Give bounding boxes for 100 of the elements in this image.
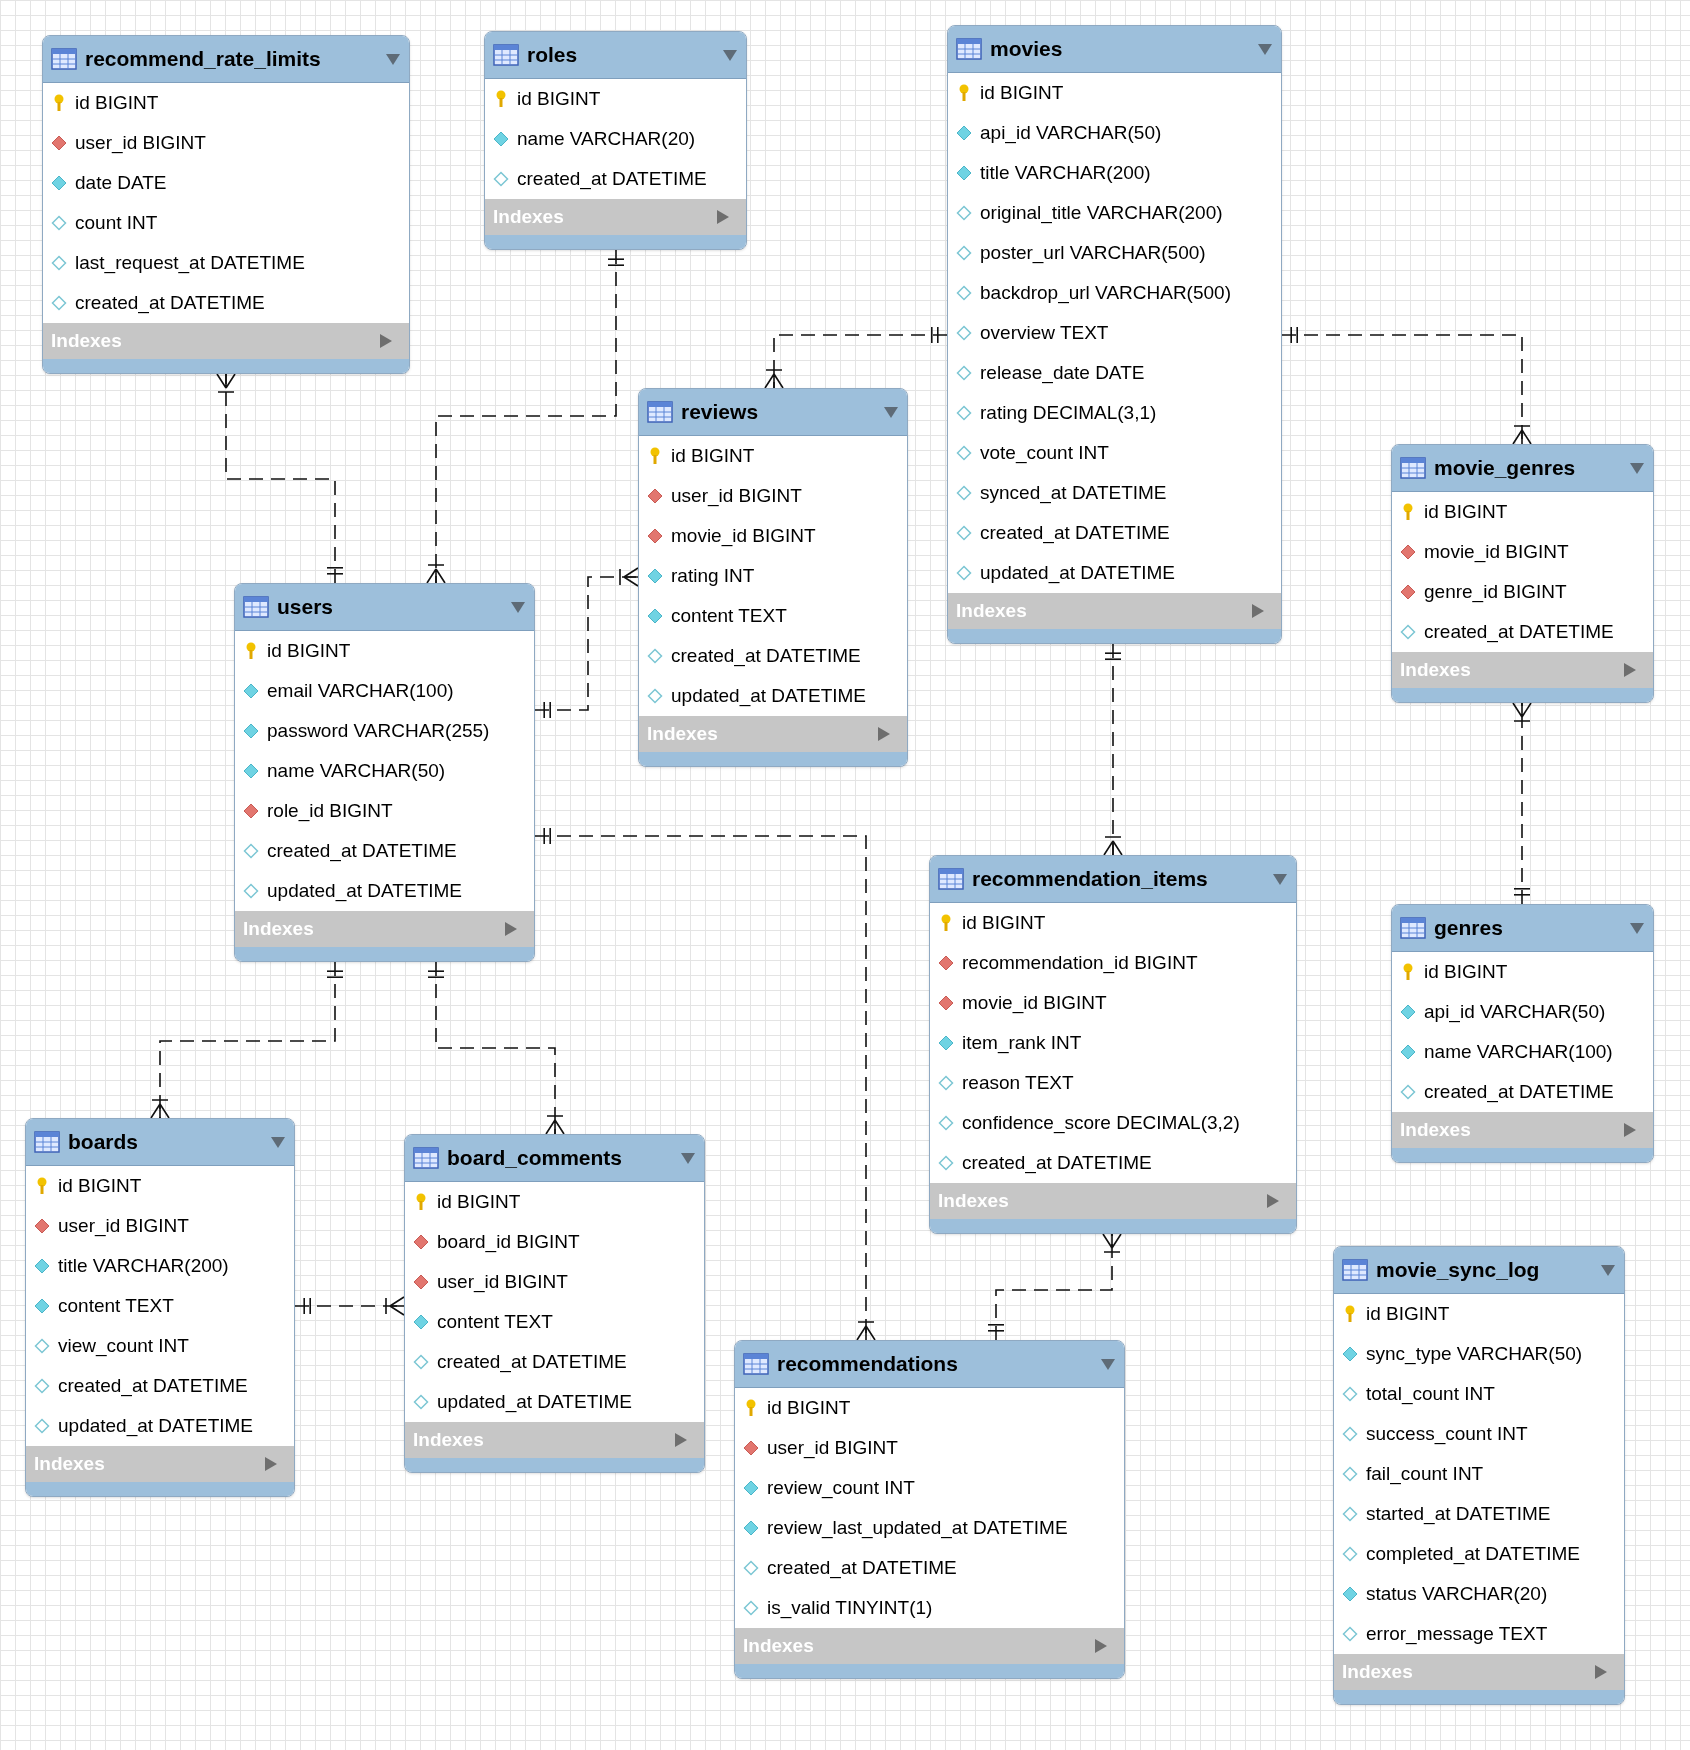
column-name: release_date DATE <box>980 360 1145 386</box>
column-name: original_title VARCHAR(200) <box>980 200 1223 226</box>
indexes-label: Indexes <box>938 1188 1009 1213</box>
column-name: status VARCHAR(20) <box>1366 1581 1548 1606</box>
table-card <box>1391 904 1654 1163</box>
table-card <box>234 583 535 962</box>
column-name: user_id BIGINT <box>671 483 802 509</box>
table-name: reviews <box>681 399 759 426</box>
relationship-line <box>534 828 876 1341</box>
column-name: rating INT <box>671 563 755 588</box>
column-name: rating DECIMAL(3,1) <box>980 400 1157 425</box>
column-name: user_id BIGINT <box>58 1213 189 1239</box>
column-name: board_id BIGINT <box>437 1229 580 1255</box>
column-name: count INT <box>75 210 158 235</box>
column-name: id BIGINT <box>58 1173 142 1198</box>
column-name: created_at DATETIME <box>75 290 265 316</box>
column-name: email VARCHAR(100) <box>267 678 454 703</box>
indexes-label: Indexes <box>413 1427 484 1452</box>
indexes-label: Indexes <box>743 1633 814 1658</box>
column-name: id BIGINT <box>980 80 1064 105</box>
relationship-line <box>988 1233 1122 1341</box>
column-name: id BIGINT <box>1424 959 1508 984</box>
table-card <box>404 1134 705 1473</box>
column-name: vote_count INT <box>980 440 1109 466</box>
column-name: password VARCHAR(255) <box>267 718 490 743</box>
table-name: movie_sync_log <box>1376 1257 1540 1284</box>
table-name: recommendations <box>777 1351 958 1378</box>
table-name: movie_genres <box>1434 455 1576 482</box>
relationship-line <box>216 373 343 584</box>
indexes-label: Indexes <box>51 328 122 353</box>
column-name: id BIGINT <box>75 90 159 115</box>
column-name: poster_url VARCHAR(500) <box>980 240 1206 266</box>
column-name: id BIGINT <box>962 910 1046 935</box>
column-name: content TEXT <box>58 1293 174 1318</box>
indexes-label: Indexes <box>493 204 564 229</box>
column-name: updated_at DATETIME <box>671 683 867 709</box>
column-name: created_at DATETIME <box>962 1150 1152 1176</box>
table-card <box>929 855 1297 1234</box>
column-name: api_id VARCHAR(50) <box>1424 999 1606 1025</box>
column-name: id BIGINT <box>437 1189 521 1214</box>
relationship-line <box>428 961 565 1135</box>
indexes-label: Indexes <box>956 598 1027 623</box>
column-name: started_at DATETIME <box>1366 1501 1551 1527</box>
column-name: id BIGINT <box>1424 499 1508 524</box>
column-name: user_id BIGINT <box>767 1435 898 1461</box>
relationship-line <box>534 567 639 718</box>
column-name: created_at DATETIME <box>1424 1079 1614 1105</box>
column-name: id BIGINT <box>1366 1301 1450 1326</box>
table-name: roles <box>527 42 578 69</box>
relationship-line <box>150 961 343 1119</box>
column-name: sync_type VARCHAR(50) <box>1366 1341 1583 1367</box>
table-name: recommend_rate_limits <box>85 46 321 73</box>
column-name: movie_id BIGINT <box>671 523 816 549</box>
column-name: created_at DATETIME <box>517 166 707 192</box>
table-name: boards <box>68 1129 138 1156</box>
column-name: reason TEXT <box>962 1070 1074 1095</box>
column-name: item_rank INT <box>962 1030 1082 1056</box>
column-name: id BIGINT <box>767 1395 851 1420</box>
column-name: title VARCHAR(200) <box>58 1253 229 1278</box>
relationship-line <box>1103 643 1123 856</box>
column-name: is_valid TINYINT(1) <box>767 1595 933 1621</box>
column-name: updated_at DATETIME <box>58 1413 254 1439</box>
column-name: view_count INT <box>58 1333 189 1359</box>
column-name: review_count INT <box>767 1475 915 1501</box>
indexes-label: Indexes <box>1342 1659 1413 1684</box>
column-name: created_at DATETIME <box>767 1555 957 1581</box>
column-name: confidence_score DECIMAL(3,2) <box>962 1110 1240 1136</box>
table-card <box>42 35 410 374</box>
table-name: movies <box>990 36 1063 63</box>
table-card <box>25 1118 295 1497</box>
column-name: content TEXT <box>671 603 787 628</box>
column-name: created_at DATETIME <box>1424 619 1614 645</box>
column-name: success_count INT <box>1366 1421 1528 1447</box>
indexes-label: Indexes <box>647 721 718 746</box>
relationship-line <box>426 249 624 584</box>
relationship-line <box>764 327 948 389</box>
column-name: name VARCHAR(50) <box>267 758 446 783</box>
column-name: name VARCHAR(100) <box>1424 1039 1613 1064</box>
table-name: recommendation_items <box>972 866 1208 893</box>
relationship-line <box>1281 327 1532 445</box>
column-name: completed_at DATETIME <box>1366 1541 1580 1567</box>
column-name: name VARCHAR(20) <box>517 126 696 151</box>
column-name: recommendation_id BIGINT <box>962 950 1198 976</box>
table-card <box>1333 1246 1625 1705</box>
table-name: genres <box>1434 915 1503 942</box>
relationship-line <box>1512 702 1532 905</box>
indexes-label: Indexes <box>243 916 314 941</box>
column-name: created_at DATETIME <box>980 520 1170 546</box>
column-name: user_id BIGINT <box>437 1269 568 1295</box>
column-name: user_id BIGINT <box>75 130 206 156</box>
indexes-label: Indexes <box>1400 657 1471 682</box>
relationship-line <box>294 1296 405 1316</box>
column-name: id BIGINT <box>517 86 601 111</box>
column-name: movie_id BIGINT <box>962 990 1107 1016</box>
column-name: updated_at DATETIME <box>980 560 1176 586</box>
column-name: genre_id BIGINT <box>1424 579 1567 605</box>
column-name: synced_at DATETIME <box>980 480 1167 506</box>
column-name: role_id BIGINT <box>267 798 393 824</box>
table-card <box>638 388 908 767</box>
column-name: updated_at DATETIME <box>267 878 463 904</box>
